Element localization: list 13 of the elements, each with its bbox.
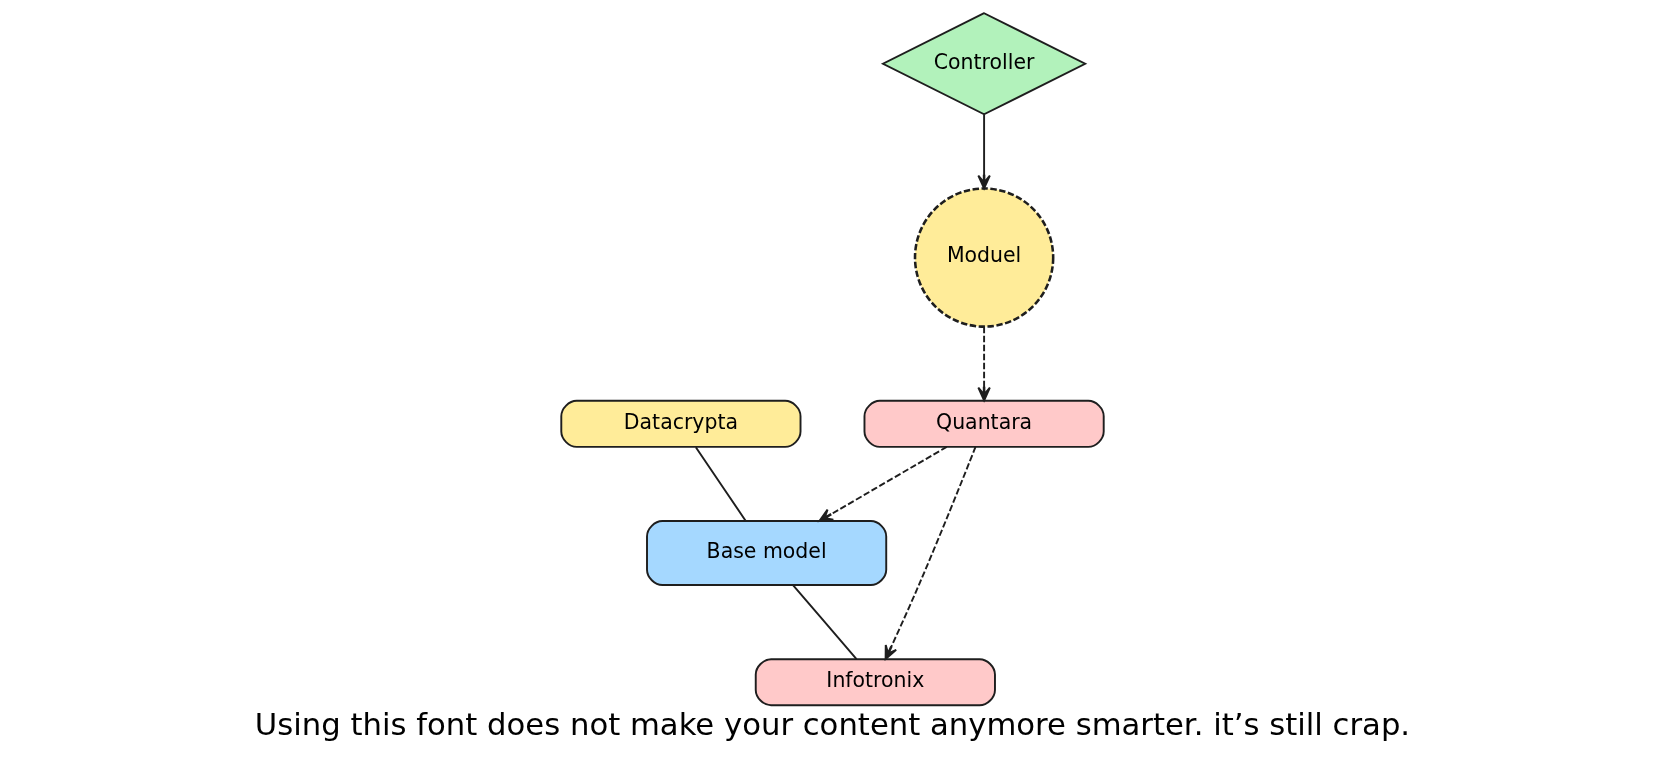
arrow — [976, 113, 991, 190]
connector — [791, 584, 857, 660]
node-box: Infotronix — [754, 658, 996, 707]
node-circle: Moduel — [913, 187, 1054, 328]
node-box: Base model — [645, 520, 887, 586]
node-box: Datacrypta — [559, 399, 801, 448]
connector — [694, 446, 747, 522]
node-diamond: Controller — [880, 12, 1087, 116]
arrow — [884, 446, 976, 660]
caption: Using this font does not make your content anymore smarter. it’s still crap. — [254, 706, 1410, 742]
arrow — [976, 325, 991, 402]
node-box: Quantara — [863, 399, 1105, 448]
arrow — [817, 445, 948, 522]
